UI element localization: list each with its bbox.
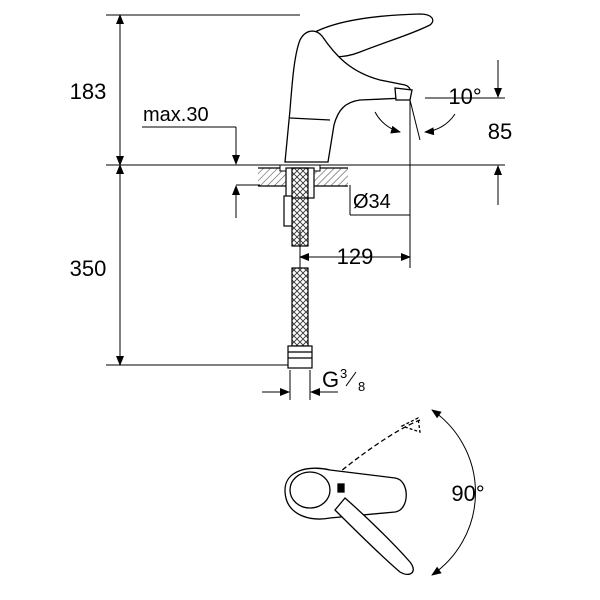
spout-angle-dimension: [374, 99, 456, 141]
extension-lines: [106, 14, 505, 366]
height-bottom-label: 350: [70, 256, 107, 281]
supply-hose: [287, 267, 313, 369]
faucet-side-view: [284, 13, 434, 163]
thread-denominator: 8: [358, 379, 365, 394]
lever-rotation-label: 90°: [451, 481, 484, 506]
thread-dimension: [262, 370, 357, 400]
hole-diameter-dimension: [349, 185, 410, 216]
thread-letter: G: [322, 367, 339, 392]
hole-diameter-label: Ø34: [353, 191, 391, 213]
mounting-shank: [283, 167, 315, 247]
height-top-label: 183: [70, 79, 107, 104]
max-thickness-label: max.30: [143, 104, 209, 126]
lever-rotation-arc: [431, 409, 476, 576]
thread-numerator: 3: [340, 366, 347, 381]
faucet-top-view: [284, 417, 421, 576]
max-thickness-dimension: [142, 126, 240, 218]
reach-label: 129: [337, 244, 374, 269]
spout-height-label: 85: [488, 119, 512, 144]
spout-angle-label: 10°: [448, 84, 481, 109]
